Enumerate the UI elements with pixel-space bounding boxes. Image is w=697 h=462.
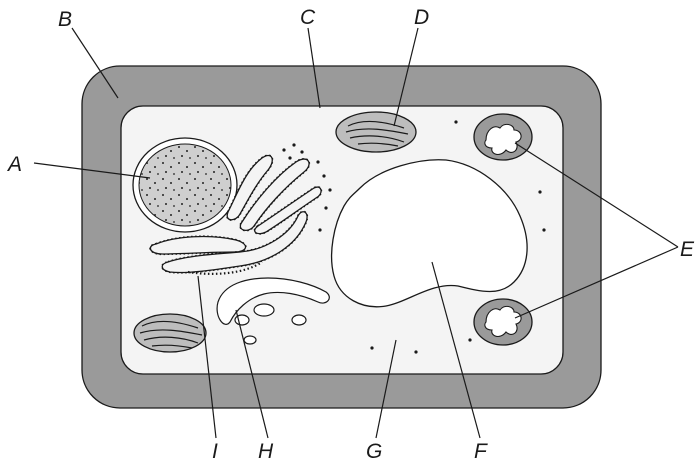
label-h: H bbox=[258, 440, 274, 462]
label-a: A bbox=[6, 153, 22, 176]
mitochondrion bbox=[474, 299, 532, 345]
label-c: C bbox=[300, 6, 316, 29]
label-e: E bbox=[680, 238, 695, 261]
nucleus bbox=[133, 138, 237, 232]
label-d: D bbox=[414, 6, 429, 29]
label-f: F bbox=[474, 440, 488, 462]
label-g: G bbox=[366, 440, 382, 462]
mitochondrion bbox=[474, 114, 532, 160]
chloroplast bbox=[134, 314, 206, 352]
label-i: I bbox=[212, 440, 218, 462]
chloroplast bbox=[336, 112, 416, 152]
label-b: B bbox=[58, 8, 72, 31]
